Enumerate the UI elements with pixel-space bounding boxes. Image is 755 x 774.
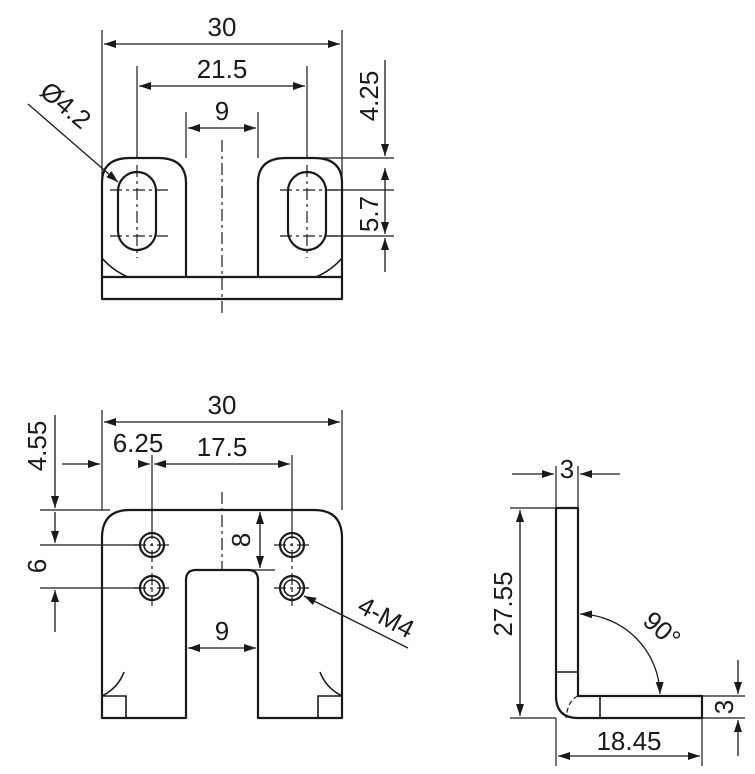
top-view-width-label: 30 [208,12,237,42]
front-view-outline [100,508,344,720]
front-view: 30 6.25 17.5 4.55 6 8 9 4-M4 [22,390,419,720]
front-view-thread-label: 4-M4 [353,590,419,644]
top-view-left-ear [100,156,188,277]
top-view-base-plate [100,275,344,301]
side-view-outline [554,506,704,720]
side-view-height-label: 27.55 [488,571,518,636]
side-view-length-label: 18.45 [596,726,661,756]
top-view-slot-spacing-label: 21.5 [197,54,248,84]
front-view-gap-label: 9 [215,616,229,646]
front-view-center-height-label: 8 [226,533,256,547]
front-view-hole-spacing-label: 17.5 [197,432,248,462]
side-view-angle-label: 90° [637,605,686,654]
front-view-top-offset-label: 4.55 [22,421,52,472]
side-view-thickness-side-label: 3 [709,700,739,714]
top-view-slot-length-label: 5.7 [354,196,384,232]
front-view-vertical-pitch-label: 6 [22,559,52,573]
top-view-gap-label: 9 [215,96,229,126]
side-view-thickness-top-label: 3 [560,454,574,484]
side-view: 3 27.55 90° 3 18.45 [488,454,745,766]
top-view-top-offset-label: 4.25 [354,71,384,122]
top-view-diameter-label: Ø4.2 [35,75,97,134]
top-view: 30 21.5 9 4.25 5.7 Ø4.2 [27,12,394,316]
front-view-edge-offset-label: 6.25 [113,428,164,458]
front-view-width-label: 30 [208,390,237,420]
top-view-right-ear [256,156,344,277]
